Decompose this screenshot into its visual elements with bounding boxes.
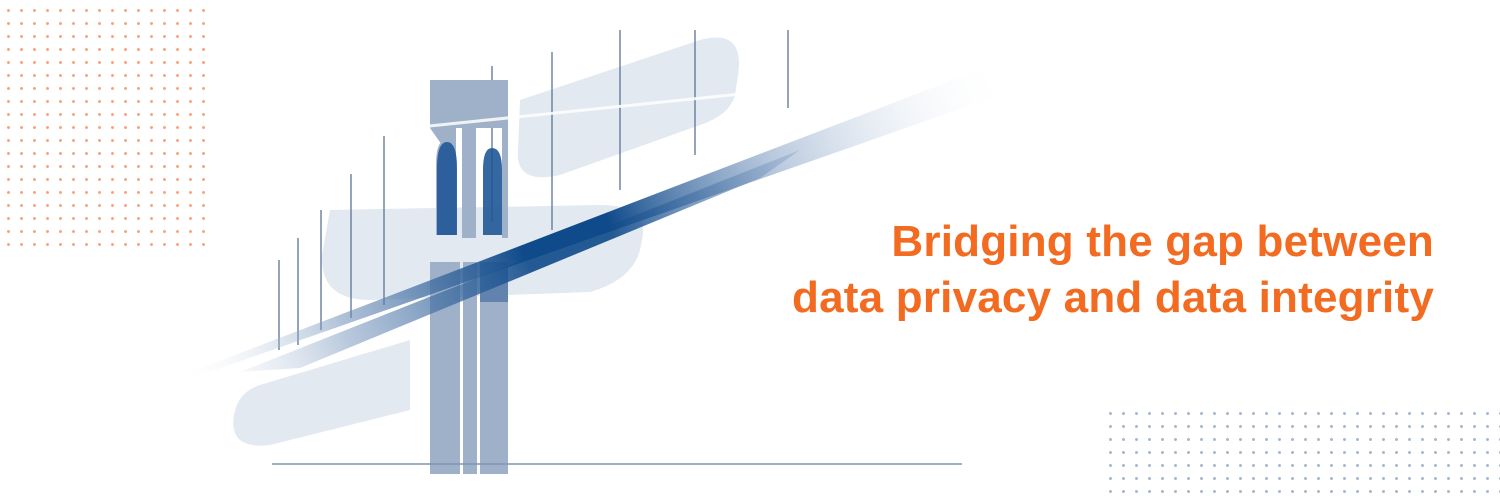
- headline-line-2: data privacy and data integrity: [792, 273, 1434, 322]
- suspension-cables: [278, 30, 789, 350]
- headline-line-1: Bridging the gap between: [891, 217, 1434, 266]
- deck-highlight-line: [409, 90, 761, 130]
- background-band-middle: [321, 205, 644, 300]
- bridge-deck: [175, 62, 1000, 384]
- tower-right-column: [502, 128, 508, 238]
- tower-center-column: [462, 128, 476, 238]
- tower-middle-leg: [463, 262, 477, 474]
- background-band-top: [517, 37, 739, 178]
- orange-dot-pattern: [0, 0, 205, 255]
- background-bands: [233, 37, 739, 446]
- background-band-bottom: [233, 340, 410, 446]
- tower-right-arch-dark: [483, 148, 502, 235]
- bridge-deck-body: [240, 150, 800, 372]
- headline: Bridging the gap between data privacy an…: [792, 214, 1434, 326]
- blue-dot-pattern: [1100, 405, 1500, 500]
- tower-left-arch-dark: [437, 142, 457, 235]
